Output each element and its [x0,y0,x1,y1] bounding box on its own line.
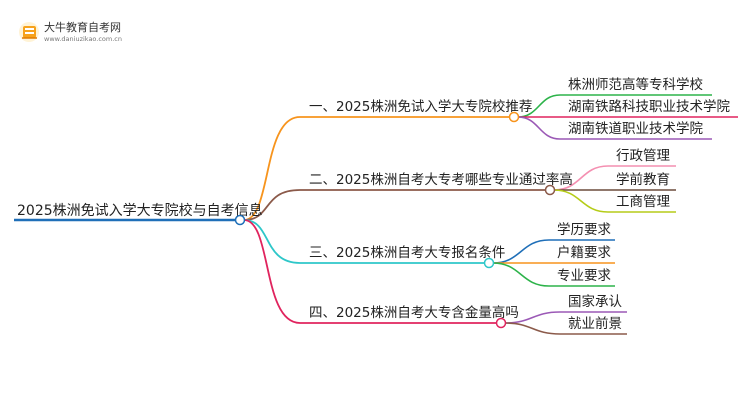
leaf-topic: 专业要求 [557,268,611,284]
leaf-topic: 行政管理 [616,148,670,164]
logo-url: www.daniuzikao.com.cn [44,35,122,43]
root-node-dot[interactable] [234,214,246,226]
leaf-connector [492,262,550,287]
mindmap-nodes: 2025株洲免试入学大专院校与自考信息 一、2025株洲免试入学大专院校推荐 株洲师… [17,76,730,332]
branch-collapse-dot[interactable] [495,317,507,329]
connector-lines [14,94,738,335]
leaf-topic: 户籍要求 [557,244,611,261]
branch-topic: 四、2025株洲自考大专含金量高吗 [309,304,519,321]
leaf-topic: 学前教育 [616,171,670,188]
leaf-topic: 国家承认 [568,293,622,310]
leaf-topic: 工商管理 [616,194,670,210]
site-logo: 大牛教育自考网 www.daniuzikao.com.cn [19,20,122,43]
logo-title: 大牛教育自考网 [44,20,121,34]
leaf-topic: 株洲师范高等专科学校 [568,76,703,93]
leaf-connector [504,322,561,335]
branch-topic: 二、2025株洲自考大专考哪些专业通过率高 [309,171,573,188]
branch-connector [243,219,301,324]
branch-topic: 一、2025株洲免试入学大专院校推荐 [309,98,532,115]
leaf-topic: 学历要求 [557,222,611,238]
leaf-connector [517,116,561,140]
branch-topic: 三、2025株洲自考大专报名条件 [309,244,505,261]
branch-collapse-dot[interactable] [483,257,495,269]
branch-collapse-dot[interactable] [544,184,556,196]
book-logo-icon [19,22,39,42]
leaf-topic: 湖南铁道职业技术学院 [568,121,703,137]
branch-connector [243,189,301,221]
branch-collapse-dot[interactable] [508,111,520,123]
leaf-topic: 湖南铁路科技职业技术学院 [568,99,730,115]
branch-connector [243,116,301,221]
branch-connector [243,219,301,264]
root-topic: 2025株洲免试入学大专院校与自考信息 [17,202,263,219]
leaf-connector [553,189,609,213]
leaf-topic: 就业前景 [568,315,622,332]
